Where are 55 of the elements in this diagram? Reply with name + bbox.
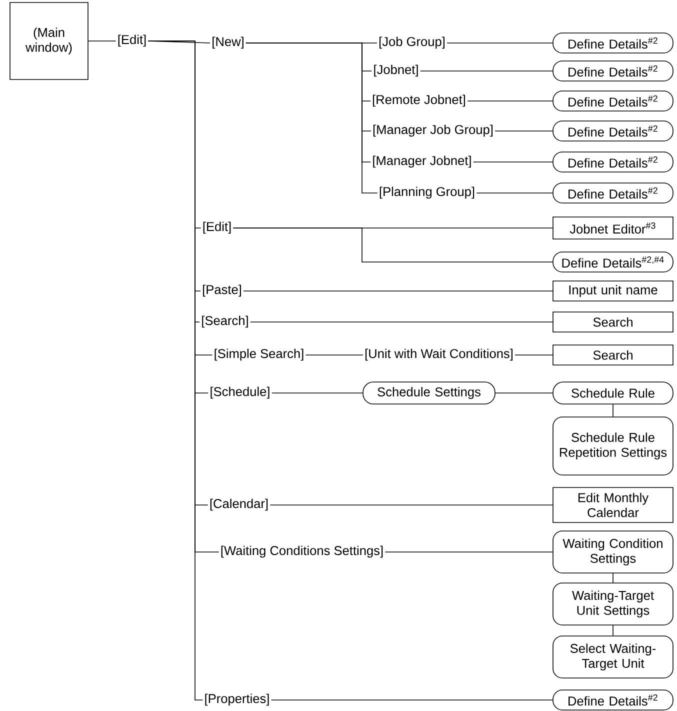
- rounded-dialog-box: Define Details$^{#2}$: [552, 90, 674, 112]
- menu-item: [Planning Group]: [378, 184, 476, 202]
- connector-line: [232, 228, 553, 262]
- menu-item: [Manager Jobnet]: [370, 153, 474, 171]
- connector-line: [612, 404, 614, 417]
- rounded-dialog-box: Define Details$^{#2}$: [552, 32, 674, 54]
- connector-line: [495, 392, 553, 394]
- connector-line: [446, 42, 553, 44]
- dialog-box: Search: [552, 344, 674, 366]
- connector-line: [270, 504, 553, 506]
- rounded-dialog-box: Define Details$^{#2}$: [552, 60, 674, 82]
- menu-item: [Jobnet]: [372, 62, 420, 80]
- menu-item: [Schedule]: [208, 384, 272, 402]
- menu-item: [Paste]: [200, 282, 244, 300]
- menu-item: [Properties]: [202, 691, 272, 709]
- rounded-dialog-box: Schedule Rule Repetition Settings: [552, 416, 674, 476]
- connector-line: [271, 392, 363, 394]
- connector-line: [612, 573, 614, 583]
- menu-item: [Remote Jobnet]: [370, 92, 468, 110]
- menu-item: [Edit]: [201, 219, 233, 237]
- connector-line: [494, 130, 553, 132]
- menu-item: [Waiting Conditions Settings]: [219, 543, 385, 561]
- menu-item: [Calendar]: [208, 496, 270, 514]
- rounded-dialog-box: Define Details$^{#2}$: [552, 182, 674, 204]
- menu-item: [Simple Search]: [212, 346, 306, 364]
- connector-line: [476, 192, 553, 194]
- rounded-dialog-box: Define Details$^{#2}$: [552, 120, 674, 142]
- rounded-dialog-box: Waiting-Target Unit Settings: [552, 582, 674, 626]
- rounded-dialog-box: Define Details$^{#2,#4}$: [552, 252, 674, 272]
- rounded-dialog-box: Define Details$^{#2}$: [552, 152, 674, 172]
- connector-line: [467, 100, 553, 102]
- menu-item: [New]: [210, 34, 246, 52]
- dialog-box: Input unit name: [552, 280, 674, 302]
- window-box: (Main window): [10, 2, 88, 80]
- connector-line: [514, 354, 553, 356]
- menu-item: [Unit with Wait Conditions]: [363, 346, 515, 364]
- menu-item: [Job Group]: [377, 34, 447, 52]
- connector-line: [88, 40, 116, 42]
- rounded-dialog-box: Select Waiting-Target Unit: [552, 636, 674, 678]
- rounded-dialog-box: Waiting Condition Settings: [552, 530, 674, 574]
- connector-line: [246, 42, 378, 194]
- menu-item: [Search]: [200, 313, 250, 331]
- dialog-box: Edit Monthly Calendar: [552, 487, 674, 523]
- connector-line: [243, 290, 553, 292]
- dialog-box: Search: [552, 312, 674, 332]
- connector-line: [305, 354, 364, 356]
- menu-item: [Edit]: [116, 32, 148, 50]
- connector-line: [420, 70, 553, 72]
- dialog-box: Jobnet Editor$^{#3}$: [552, 216, 674, 240]
- connector-line: [612, 625, 614, 636]
- connector-line: [148, 40, 204, 700]
- rounded-dialog-box: Schedule Settings: [362, 382, 496, 404]
- rounded-dialog-box: Define Details$^{#2}$: [552, 690, 674, 710]
- rounded-dialog-box: Schedule Rule: [552, 382, 674, 404]
- menu-item: [Manager Job Group]: [371, 122, 495, 140]
